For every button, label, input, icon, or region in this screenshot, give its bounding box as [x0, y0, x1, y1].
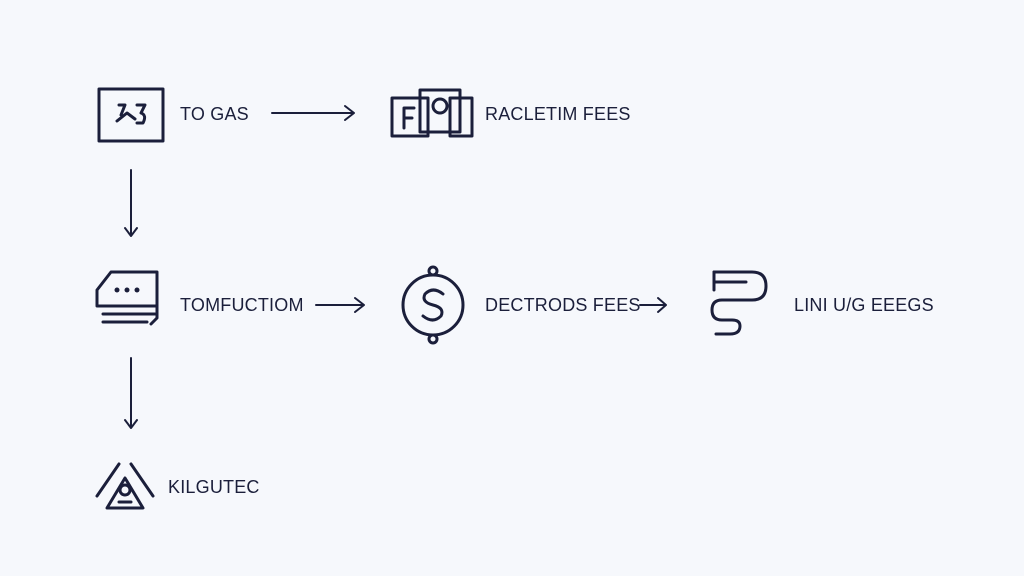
node-label-racletim-fees: RACLETIM FEES [485, 104, 631, 124]
pipe-icon [706, 266, 772, 338]
arrow-right-icon [314, 296, 368, 314]
node-label-liniu-ug-eeegs: LINI U/G EEEGS [794, 295, 934, 315]
node-label-to-gas: TO GAS [180, 104, 249, 124]
warning-triangle-icon [93, 458, 157, 512]
arrow-right-icon [638, 296, 670, 314]
dollar-coin-icon [399, 264, 467, 346]
transfer-icon [97, 87, 165, 143]
arrow-down-icon [122, 168, 140, 240]
node-label-tomfuctiom: TOMFUCTIOM [180, 295, 304, 315]
arrow-down-icon [122, 356, 140, 432]
arrow-right-icon [270, 104, 358, 122]
card-terminal-icon [93, 268, 163, 330]
fee-screen-icon [390, 88, 474, 140]
node-label-kilgutec: KILGUTEC [168, 477, 260, 497]
node-label-dectrods-fees: DECTRODS FEES [485, 295, 641, 315]
